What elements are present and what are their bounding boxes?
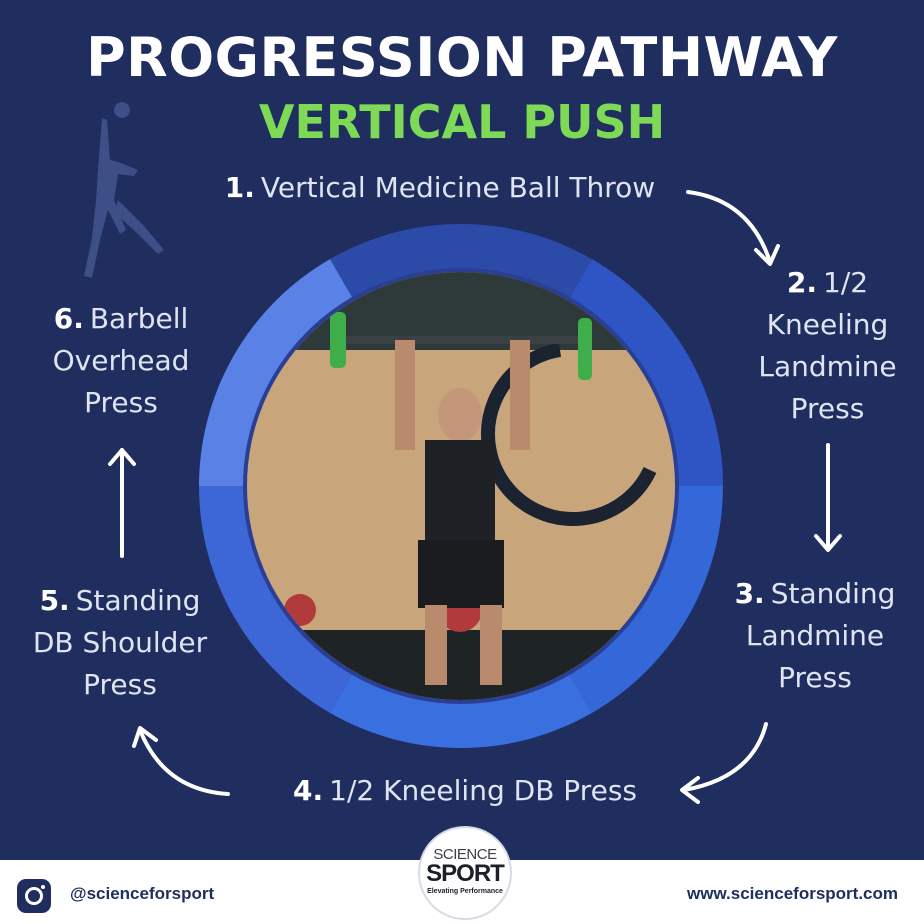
step-2-line: Press: [735, 388, 920, 430]
step-6-line: Press: [26, 382, 216, 424]
step-6-line: 6.Barbell: [26, 298, 216, 340]
step-text: Landmine: [745, 619, 885, 652]
step-3-line: Press: [720, 657, 910, 699]
step-1: 1.Vertical Medicine Ball Throw: [150, 167, 730, 209]
arrow-3-to-4: [680, 722, 768, 804]
step-text: Overhead: [52, 344, 190, 377]
athlete-silhouette-icon: [84, 102, 164, 278]
step-number: 5.: [39, 584, 70, 617]
arrow-4-to-5: [132, 726, 230, 796]
page-subtitle: VERTICAL PUSH: [258, 95, 666, 149]
step-number: 1.: [224, 171, 255, 204]
step-text: Kneeling: [766, 308, 889, 341]
step-5-line: 5.Standing: [14, 580, 226, 622]
website-link[interactable]: www.scienceforsport.com: [687, 884, 898, 903]
step-5-line: DB Shoulder: [14, 622, 226, 664]
step-text: Press: [778, 661, 852, 694]
step-text: Press: [790, 392, 865, 425]
social-handle[interactable]: @scienceforsport: [70, 884, 215, 903]
step-2-line: 2.1/2: [735, 262, 920, 304]
step-number: 4.: [293, 774, 324, 807]
step-text: Vertical Medicine Ball Throw: [260, 171, 656, 204]
arrow-1-to-2: [686, 190, 780, 266]
step-2-line: Landmine: [735, 346, 920, 388]
step-number: 3.: [734, 577, 765, 610]
logo-top-text: SCIENCE: [433, 846, 497, 863]
instagram-icon[interactable]: [14, 876, 54, 916]
page-title: PROGRESSION PATHWAY: [86, 26, 838, 89]
ring-segments: [199, 223, 723, 749]
arrow-5-to-6: [108, 448, 136, 558]
logo-tagline: Elevating Performance: [427, 888, 503, 895]
brand-logo: SCIENCE SPORT Elevating Performance: [418, 826, 512, 920]
ring-inner-edge: [243, 268, 679, 704]
step-text: Standing: [770, 577, 896, 610]
step-1-line: 1.Vertical Medicine Ball Throw: [150, 167, 730, 209]
step-number: 6.: [53, 302, 84, 335]
step-6-line: Overhead: [26, 340, 216, 382]
step-text: 1/2 Kneeling DB Press: [329, 774, 637, 807]
step-text: Standing: [75, 584, 201, 617]
step-text: DB Shoulder: [32, 626, 208, 659]
step-text: Landmine: [758, 350, 897, 383]
step-3-line: 3.Standing: [720, 573, 910, 615]
step-3-line: Landmine: [720, 615, 910, 657]
step-text: Barbell: [89, 302, 189, 335]
arrow-2-to-3: [814, 443, 842, 552]
step-2-line: Kneeling: [735, 304, 920, 346]
step-text: Press: [83, 668, 157, 701]
step-text: 1/2: [823, 266, 869, 299]
step-5-line: Press: [14, 664, 226, 706]
step-text: Press: [84, 386, 158, 419]
step-number: 2.: [786, 266, 818, 299]
step-4: 4.1/2 Kneeling DB Press: [230, 770, 700, 812]
logo-main-text: SPORT: [426, 860, 505, 887]
step-4-line: 4.1/2 Kneeling DB Press: [230, 770, 700, 812]
